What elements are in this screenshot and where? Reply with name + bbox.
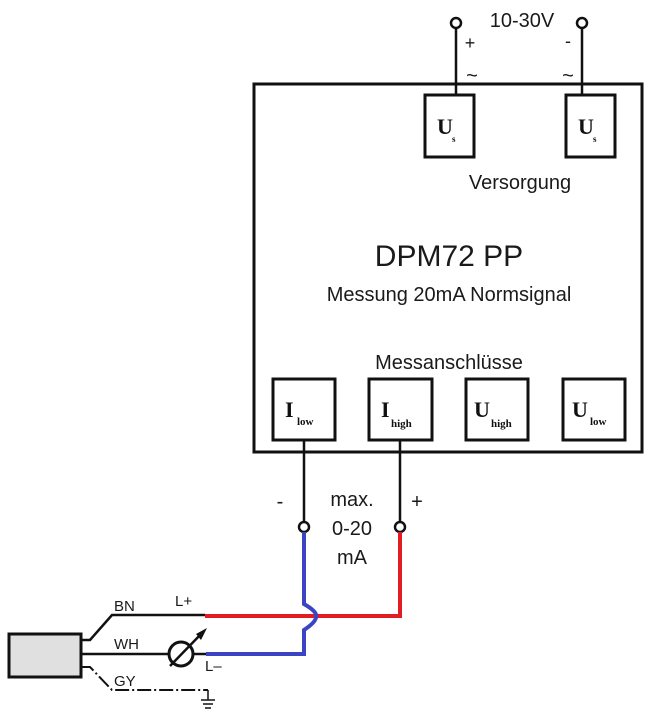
supply-terminal-box-1: U s [423, 93, 476, 159]
terminal-i-high: I high [367, 377, 434, 442]
terminal-main: U [437, 114, 453, 139]
terminal-i-low: I low [271, 377, 337, 442]
terminal-sub: high [491, 418, 512, 430]
range-line-3: mA [337, 547, 368, 569]
terminal-plus [393, 520, 407, 534]
terminal-main: I [285, 397, 294, 422]
terminal-sub: high [391, 418, 412, 430]
gy-label: GY [114, 673, 136, 690]
supply-plus-label: + [465, 33, 476, 53]
terminal-u-low: U low [561, 377, 627, 442]
device-title: DPM72 PP [375, 240, 523, 273]
terminal-minus [297, 520, 311, 534]
negative-wire [206, 532, 319, 656]
range-line-1: max. [330, 489, 373, 511]
terminal-sub: s [593, 134, 597, 144]
terminal-main: I [381, 397, 390, 422]
positive-wire [205, 532, 402, 618]
supply-minus-label: - [565, 31, 571, 51]
terminal-main: U [572, 397, 588, 422]
gy-wire [81, 666, 208, 691]
sensor-body [7, 632, 83, 679]
terminal-sub: low [590, 416, 607, 428]
terminal-main: U [578, 114, 594, 139]
device-subtitle: Messung 20mA Normsignal [327, 284, 572, 306]
measurement-minus-label: - [277, 491, 284, 513]
measurement-caption: Messanschlüsse [375, 352, 523, 374]
wh-label: WH [114, 636, 139, 653]
range-line-2: 0-20 [332, 518, 372, 540]
supply-terminal-plus [449, 16, 463, 30]
supply-caption: Versorgung [469, 172, 571, 194]
measurement-plus-label: + [411, 491, 423, 513]
terminal-u-high: U high [464, 377, 530, 442]
bn-label: BN [114, 598, 135, 615]
l-minus-label: L– [205, 658, 222, 675]
terminal-sub: low [297, 416, 314, 428]
ground-icon [201, 690, 215, 709]
terminal-sub: s [452, 134, 456, 144]
terminal-main: U [474, 397, 490, 422]
ac-symbol-left: ~ [466, 65, 478, 87]
supply-voltage-label: 10-30V [490, 10, 555, 32]
supply-terminal-minus [575, 16, 589, 30]
ammeter-icon [167, 628, 207, 668]
l-plus-label: L+ [175, 593, 192, 610]
ac-symbol-right: ~ [562, 65, 574, 87]
bn-wire [81, 613, 205, 642]
supply-terminal-box-2: U s [564, 93, 617, 159]
